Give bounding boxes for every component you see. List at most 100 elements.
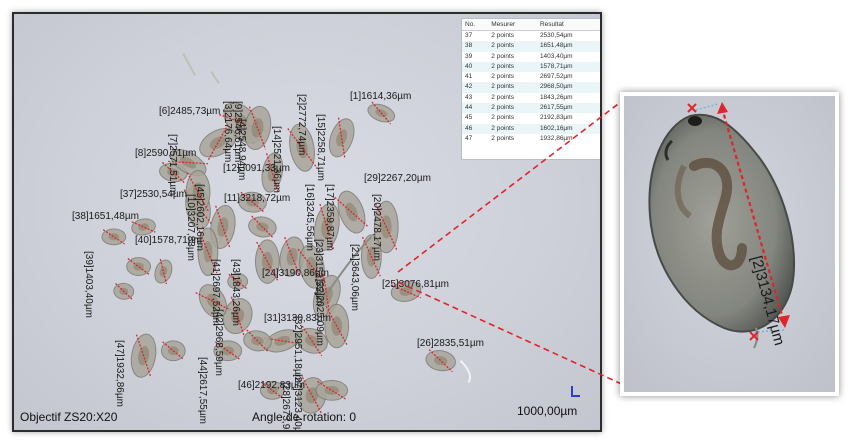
daphnia-specimen bbox=[195, 284, 231, 319]
daphnia-specimen bbox=[328, 117, 355, 159]
daphnia-specimen bbox=[185, 170, 211, 215]
results-row[interactable]: 41 2 points 2697,52µm bbox=[462, 72, 600, 82]
daphnia-specimen bbox=[243, 329, 272, 353]
measurement-label: [3]2176,64µm bbox=[222, 101, 233, 163]
measurement-label: [29]2267,20µm bbox=[364, 173, 431, 184]
results-cell-no: 44 bbox=[462, 103, 489, 114]
header-result: Resultat bbox=[536, 19, 600, 31]
measurement-label: [37]2530,54µm bbox=[120, 189, 187, 200]
daphnia-specimen bbox=[360, 234, 382, 279]
results-cell-value: 1651,48µm bbox=[536, 41, 600, 52]
results-cell-value: 1578,71µm bbox=[536, 61, 600, 73]
scale-bar-icon bbox=[571, 386, 580, 397]
daphnia-specimen bbox=[213, 340, 243, 362]
daphnia-specimen bbox=[131, 218, 156, 236]
results-cell-type: 2 points bbox=[491, 114, 515, 122]
results-cell-type: 2 points bbox=[491, 134, 515, 142]
results-cell-value: 2617,55µm bbox=[536, 103, 600, 114]
measurement-label: [46]2192,83µm bbox=[238, 380, 305, 391]
results-cell-type: 2 points bbox=[491, 93, 515, 101]
specimen-image bbox=[101, 53, 471, 414]
daphnia-specimen bbox=[154, 258, 173, 285]
daphnia-specimen bbox=[324, 303, 350, 349]
measurement-label: [26]2835,51µm bbox=[417, 338, 484, 349]
daphnia-specimen bbox=[261, 152, 284, 193]
daphnia-specimen bbox=[373, 200, 399, 254]
measurement-label: [40]1578,71µm bbox=[135, 235, 202, 246]
daphnia-specimen bbox=[168, 148, 209, 177]
results-cell-no: 41 bbox=[465, 73, 473, 81]
measurement-label: [28]2673,93µm bbox=[280, 382, 291, 432]
daphnia-specimen bbox=[255, 239, 280, 284]
measurement-label: [8]2590,71µm bbox=[135, 148, 197, 159]
zoomed-daphnia-image bbox=[624, 96, 835, 392]
results-cell-value: 2192,83µm bbox=[539, 114, 573, 122]
measurement-label: [47]1932,86µm bbox=[114, 340, 125, 407]
measurement-label: [22]2025,09µm bbox=[314, 279, 325, 346]
daphnia-specimen bbox=[287, 123, 317, 172]
debris-strand bbox=[459, 359, 471, 384]
results-cell-no: 37 bbox=[465, 32, 473, 39]
debris-strand bbox=[210, 70, 220, 84]
daphnia-specimen bbox=[243, 105, 272, 150]
daphnia-specimen bbox=[210, 204, 236, 250]
measurement-label: [25]3076,81µm bbox=[382, 279, 449, 290]
measurement-label: [32]2951,18µm bbox=[292, 316, 303, 383]
daphnia-specimen bbox=[296, 325, 328, 357]
measurement-label: [20]2478,17µm bbox=[371, 194, 382, 261]
daphnia-specimen bbox=[197, 227, 219, 276]
daphnia-specimen bbox=[227, 273, 249, 290]
daphnia-specimen bbox=[315, 379, 349, 401]
results-cell-type: 2 points bbox=[488, 82, 537, 93]
results-cell-no: 40 bbox=[462, 61, 489, 73]
objective-label: Objectif ZS20:X20 bbox=[20, 410, 118, 424]
debris-strand bbox=[182, 53, 196, 76]
daphnia-specimen bbox=[248, 215, 277, 239]
results-cell-value: 1843,26µm bbox=[539, 93, 573, 101]
debris-strand bbox=[321, 236, 373, 302]
results-cell-type: 2 points bbox=[491, 73, 515, 81]
measurement-label: [24]3190,86µm bbox=[262, 268, 329, 279]
measurement-label: [6]2485,73µm bbox=[159, 106, 221, 117]
results-header-row: No. Mesurer Resultat bbox=[462, 19, 600, 31]
results-cell-no: 42 bbox=[462, 82, 489, 93]
measurement-label: [11]3218,72µm bbox=[224, 193, 291, 204]
scale-bar-label: 1000,00µm bbox=[517, 404, 578, 418]
daphnia-specimen bbox=[130, 333, 157, 378]
daphnia-specimen bbox=[259, 380, 285, 400]
results-cell-value: 1403,40µm bbox=[539, 52, 573, 60]
results-cell-value: 2697,52µm bbox=[539, 73, 573, 81]
results-cell-type: 2 points bbox=[488, 61, 537, 73]
daphnia-specimen bbox=[367, 101, 396, 125]
results-cell-no: 47 bbox=[465, 134, 473, 142]
measurement-label: [21]3643,06µm bbox=[349, 244, 360, 311]
results-cell-no: 46 bbox=[462, 123, 489, 134]
daphnia-specimen bbox=[113, 282, 135, 300]
zoomed-specimen-view: [2]3134,17µm bbox=[620, 92, 839, 396]
measurement-label: [9]2546,61µm bbox=[232, 101, 243, 163]
measurement-label: [39]1403,40µm bbox=[83, 251, 94, 318]
daphnia-specimen bbox=[334, 190, 369, 234]
results-row[interactable]: 45 2 points 2192,83µm bbox=[462, 113, 600, 123]
measurement-label: [17]2359,87µm bbox=[324, 184, 335, 251]
measurement-label: [2]2772,74µm bbox=[296, 94, 307, 156]
daphnia-specimen bbox=[160, 340, 186, 362]
header-measure: Mesurer bbox=[488, 19, 537, 31]
daphnia-specimen bbox=[238, 191, 267, 213]
results-cell-no: 38 bbox=[462, 41, 489, 52]
daphnia-specimen bbox=[222, 296, 253, 336]
results-cell-no: 45 bbox=[465, 114, 473, 122]
measurement-label: [41]2697,52µm bbox=[210, 259, 221, 326]
results-cell-type: 2 points bbox=[491, 32, 515, 39]
